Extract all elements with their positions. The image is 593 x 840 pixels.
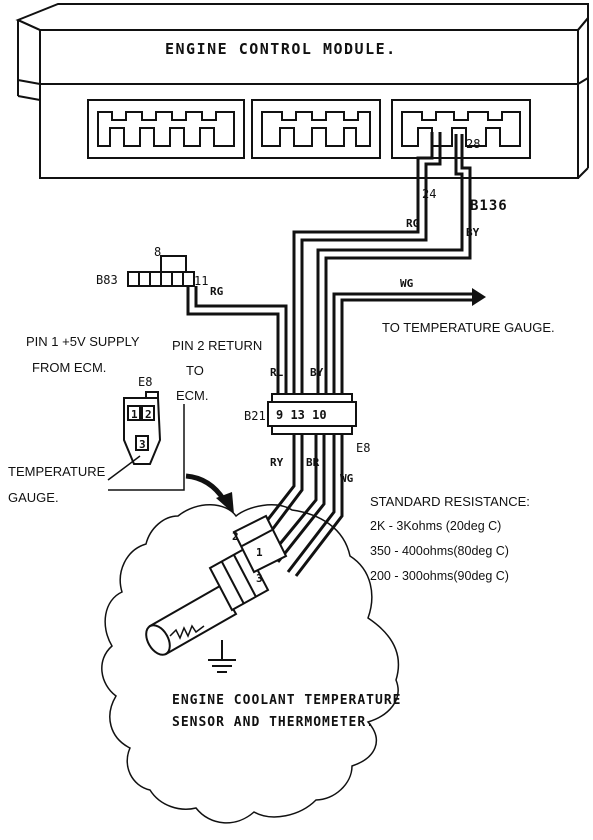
wire-by-b21-label: BY [310, 366, 324, 379]
wire-rg-b83-label: RG [210, 285, 224, 298]
pin2-description-line2: TO [186, 363, 204, 378]
pin2-description-line3: ECM. [176, 388, 209, 403]
pin1-description-line1: PIN 1 +5V SUPPLY [26, 334, 140, 349]
pinout-pin-3: 3 [139, 438, 146, 451]
b83-pin-11-label: 11 [194, 274, 208, 288]
pinout-pointer-lines [107, 404, 185, 491]
b83-connector [127, 255, 195, 287]
temp-gauge-label-line1: TEMPERATURE [8, 464, 106, 479]
gauge-arrow-head [472, 288, 486, 306]
coolant-sensor [145, 514, 288, 656]
pinout-e8-label: E8 [138, 375, 152, 389]
wire-wg-label: WG [400, 277, 414, 290]
sensor-pointer-arrowhead [216, 492, 234, 514]
ecm-pin-28-label: 28 [466, 137, 480, 151]
b83-label: B83 [96, 273, 118, 287]
gauge-destination-label: TO TEMPERATURE GAUGE. [382, 320, 555, 335]
b21-label: B21 [244, 409, 266, 423]
b83-pin-8-label: 8 [154, 245, 161, 259]
wire-rl-label: RL [270, 366, 284, 379]
wire-wg-lower-label: WG [340, 472, 354, 485]
ecm-connector-left [87, 99, 245, 159]
resistance-row-1: 2K - 3Kohms (20deg C) [370, 519, 501, 533]
ecm-pin-24-label: 24 [422, 187, 436, 201]
engine-block-outline [101, 504, 400, 824]
wire-ry-label: RY [270, 456, 284, 469]
sensor-caption-line2: SENSOR AND THERMOMETER. [172, 715, 375, 730]
ground-icon [208, 640, 236, 673]
b21-connector [267, 393, 357, 435]
ecm-connector-b136: B136 [470, 198, 508, 214]
resistance-heading: STANDARD RESISTANCE: [370, 494, 530, 509]
b21-pin-numbers: 9 13 10 [276, 408, 327, 422]
b21-e8-label: E8 [356, 441, 370, 455]
e8-connector-face [123, 391, 162, 465]
wire-rg-top-label: RG [406, 217, 420, 230]
wire-harness [186, 132, 472, 400]
resistance-row-3: 200 - 300ohms(90deg C) [370, 569, 509, 583]
resistance-row-2: 350 - 400ohms(80deg C) [370, 544, 509, 558]
sensor-pointer-arrow [185, 473, 227, 502]
wire-br-label: BR [306, 456, 320, 469]
sensor-pin-1: 1 [256, 546, 263, 559]
pin1-description-line2: FROM ECM. [32, 360, 106, 375]
sensor-pin-2: 2 [232, 530, 239, 543]
ecm-connector-middle [251, 99, 381, 159]
pinout-pin-2: 2 [145, 408, 152, 421]
pin2-description-line1: PIN 2 RETURN [172, 338, 262, 353]
wire-by-top-label: BY [466, 226, 480, 239]
pinout-pin-1: 1 [131, 408, 138, 421]
sensor-caption-line1: ENGINE COOLANT TEMPERATURE [172, 693, 402, 708]
temp-gauge-label-line2: GAUGE. [8, 490, 59, 505]
sensor-pin-3: 3 [256, 572, 263, 585]
ecm-title: ENGINE CONTROL MODULE. [165, 40, 397, 58]
